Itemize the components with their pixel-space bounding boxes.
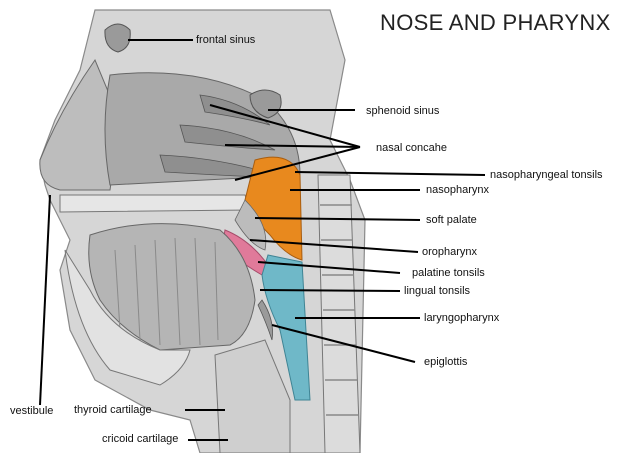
label-soft-palate: soft palate bbox=[426, 214, 477, 227]
label-cricoid-cartilage: cricoid cartilage bbox=[102, 433, 178, 446]
label-nasopharyngeal-tonsils: nasopharyngeal tonsils bbox=[490, 169, 603, 182]
label-epiglottis: epiglottis bbox=[424, 356, 467, 369]
label-nasal-concahe: nasal concahe bbox=[376, 142, 447, 155]
hard-palate bbox=[60, 195, 250, 212]
label-sphenoid-sinus: sphenoid sinus bbox=[366, 105, 439, 118]
label-vestibule: vestibule bbox=[10, 405, 53, 418]
label-laryngopharynx: laryngopharynx bbox=[424, 312, 499, 325]
diagram-title: NOSE AND PHARYNX bbox=[380, 10, 611, 36]
label-nasopharynx: nasopharynx bbox=[426, 184, 489, 197]
label-thyroid-cartilage: thyroid cartilage bbox=[74, 404, 152, 417]
label-lingual-tonsils: lingual tonsils bbox=[404, 285, 470, 298]
label-frontal-sinus: frontal sinus bbox=[196, 34, 255, 47]
label-palatine-tonsils: palatine tonsils bbox=[412, 267, 485, 280]
label-oropharynx: oropharynx bbox=[422, 246, 477, 259]
